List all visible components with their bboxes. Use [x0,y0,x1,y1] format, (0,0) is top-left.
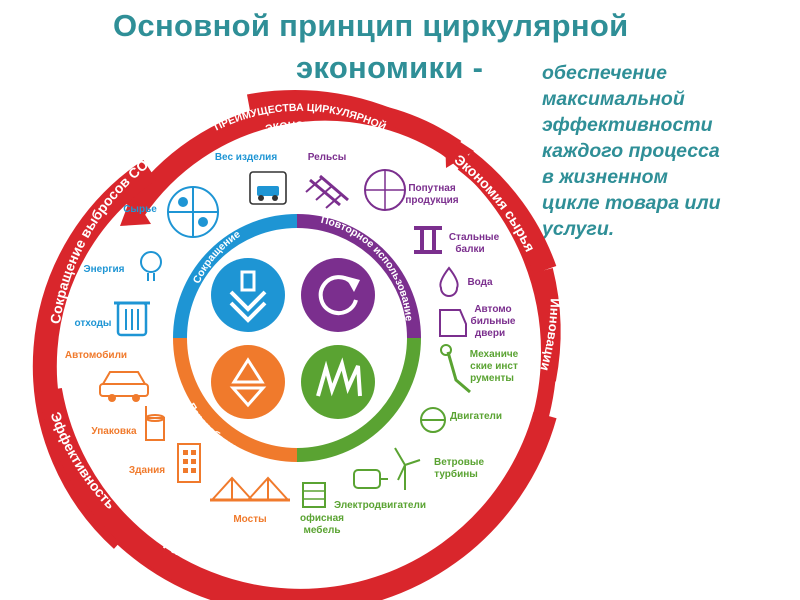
trash-bin-icon [114,301,150,337]
lightbulb-icon [140,251,162,281]
electric-motor-icon [353,469,388,489]
wind-turbine-icon [394,447,421,490]
subtitle-line: обеспечение [542,62,667,84]
weight-icon [249,171,287,205]
engine-icon [420,407,446,433]
item-label: мебель [303,524,340,536]
item-label: офисная [300,512,344,524]
item-label: Двигатели [450,411,502,422]
item-label: Сырье [123,204,157,215]
rails-icon [305,174,349,209]
water-drop-icon [439,266,459,297]
item-label: Энергия [84,264,125,275]
bridge-icon [210,476,290,502]
item-label: Ветровые [434,457,484,468]
item-label: балки [455,243,484,255]
packaging-icon [145,406,165,441]
building-icon [177,443,201,483]
item-label: продукция [405,195,458,206]
subtitle-line: эффективности [542,114,713,136]
item-label: Электродвигатели [334,500,426,511]
circular-arrow-icon [301,258,375,332]
item-label: Вода [467,277,493,288]
subtitle: обеспечение максимальной эффективности к… [542,60,792,242]
car-door-icon [439,309,467,337]
item-label: Рельсы [308,152,347,163]
item-label: Автомобили [65,349,127,361]
car-icon [99,371,149,402]
item-label: Стальные [449,232,500,243]
subtitle-line: в жизненном [542,166,668,188]
item-label: Здания [129,465,165,476]
tools-icon [440,344,471,394]
item-label: Попутная [408,183,456,194]
item-label: турбины [434,468,478,480]
subtitle-line: каждого процесса [542,140,720,162]
office-furniture-icon [302,482,326,508]
subtitle-line: услуги. [542,218,615,240]
benefit-co2: Сокращение выбросов CO2 [47,151,158,325]
item-label: двери [475,328,505,339]
item-label: Механиче [470,349,519,360]
item-label: Автомо [474,304,511,315]
raw-materials-icon [167,186,219,238]
item-label: бильные [471,315,516,327]
item-label: ские инст [470,361,518,372]
sawtooth-icon [301,345,375,419]
subtitle-line: цикле товара или [542,192,721,214]
item-label: Вес изделия [215,152,278,163]
subtitle-line: максимальной [542,88,685,110]
title-line-2: экономики - [296,50,484,85]
recycle-icon [211,345,285,419]
byproduct-icon [364,169,406,211]
steel-beam-icon [414,226,442,254]
item-label: отходы [75,318,112,329]
item-label: Мосты [233,514,266,525]
item-label: рументы [470,373,514,384]
title-line-1: Основной принцип циркулярной [113,8,629,43]
item-label: Упаковка [91,426,137,437]
inner-ring [173,214,421,462]
ring-header-line2: ЭКОНОМИКИ [264,120,335,136]
outer-ring [32,90,561,600]
double-chevron-down-icon [211,258,285,332]
